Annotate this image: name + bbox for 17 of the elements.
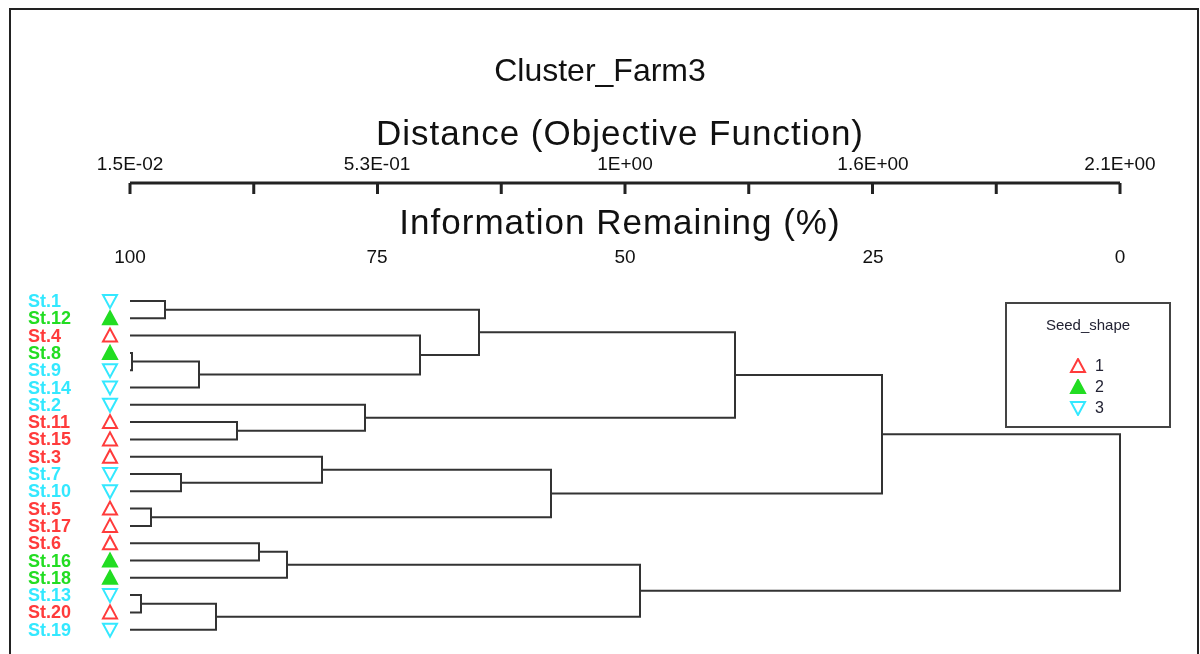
axis-title: Information Remaining (%) bbox=[398, 202, 842, 242]
axis-tick-label: 2.1E+00 bbox=[1083, 153, 1157, 175]
legend-title: Seed_shape bbox=[1044, 316, 1132, 333]
axis-tick-label: 75 bbox=[365, 246, 389, 268]
axis-tick-label: 100 bbox=[113, 246, 147, 268]
axis-tick-label: 1.5E-02 bbox=[95, 153, 165, 175]
chart-title: Cluster_Farm3 bbox=[493, 52, 707, 89]
axis-title: Distance (Objective Function) bbox=[374, 113, 866, 153]
legend-label: 2 bbox=[1095, 378, 1104, 396]
axis-tick-label: 0 bbox=[1113, 246, 1127, 268]
axis-tick-label: 50 bbox=[613, 246, 637, 268]
axis-tick-label: 5.3E-01 bbox=[342, 153, 412, 175]
axis-tick-label: 1.6E+00 bbox=[836, 153, 910, 175]
legend-label: 1 bbox=[1095, 357, 1104, 375]
axis-tick-label: 1E+00 bbox=[596, 153, 654, 175]
legend-label: 3 bbox=[1095, 399, 1104, 417]
axis-tick-label: 25 bbox=[861, 246, 885, 268]
